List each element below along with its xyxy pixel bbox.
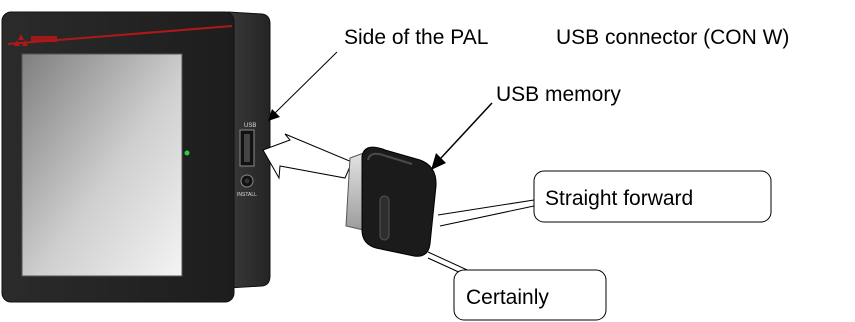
straight-forward-label: Straight forward: [545, 187, 693, 210]
certainly-label: Certainly: [466, 286, 549, 309]
straight-forward-box: [533, 170, 772, 223]
pal-device: USB INSTALL: [1, 11, 271, 303]
usb-memory-label: USB memory: [496, 83, 621, 106]
usb-mark-label: USB: [244, 123, 256, 129]
memory-pointer-arrowhead: [431, 153, 446, 170]
straight-callout-line-1: [437, 199, 535, 216]
usb-body-slot: [379, 195, 390, 241]
straight-callout-line-2: [439, 205, 535, 227]
usb-body: [361, 146, 437, 257]
insertion-arrow: [262, 133, 353, 180]
memory-pointer-line: [440, 102, 493, 159]
certainly-box: [453, 269, 607, 321]
usb-connector-label: USB connector (CON W): [556, 26, 789, 49]
usb-connector-icon: [239, 129, 255, 167]
side-pointer-line: [273, 51, 338, 115]
device-screen: [21, 53, 183, 277]
power-led-icon: [184, 150, 190, 156]
brand-logo: [14, 34, 57, 46]
usb-memory-stick: [345, 146, 437, 257]
install-label: INSTALL: [237, 192, 257, 198]
side-pointer-arrowhead: [268, 109, 280, 121]
side-of-pal-label: Side of the PAL: [344, 26, 488, 49]
